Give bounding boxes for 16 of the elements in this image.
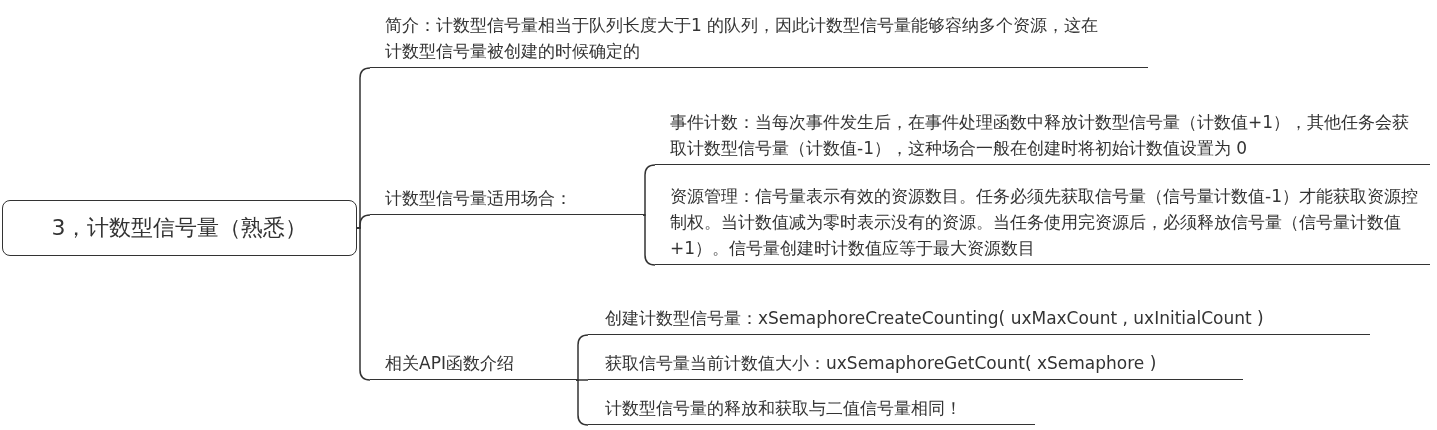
topic-text: 3，计数型信号量（熟悉）: [51, 215, 308, 241]
branch-line: [356, 214, 371, 229]
topic-text: 事件计数：当每次事件发生后，在事件处理函数中释放计数型信号量（计数值+1），其他任务会获取计数型信号量（计数值-1），这种场合一般在创建时将初始计数值设置为 0: [670, 111, 1411, 160]
topic-text: 相关API函数介绍: [385, 352, 515, 375]
topic-text: 获取信号量当前计数值大小：uxSemaphoreGetCount( xSemaphore ): [605, 352, 1158, 375]
topic-text: 创建计数型信号量：xSemaphoreCreateCounting( uxMaxCount , uxInitialCount ): [605, 307, 1265, 330]
branch-line: [575, 379, 589, 426]
branch-line: [356, 227, 371, 381]
topic-box: [2, 200, 357, 256]
topic-text: 计数型信号量的释放和获取与二值信号量相同！: [605, 397, 963, 420]
topic-text: 计数型信号量适用场合：: [385, 187, 573, 210]
topic-text: 简介：计数型信号量相当于队列长度大于1 的队列，因此计数型信号量能够容纳多个资源，这在计数型信号量被创建的时候确定的: [385, 14, 1100, 63]
branch-line: [642, 214, 656, 266]
topic-text: 资源管理：信号量表示有效的资源数目。任务必须先获取信号量（信号量计数值-1）才能获取资源控制权。当计数值减为零时表示没有的资源。当任务使用完资源后，必须释放信号量（信号量计数值+1）。信号量创建时计数值应等于最大资源数目: [670, 185, 1419, 260]
branch-line: [642, 164, 656, 216]
branch-line: [575, 334, 589, 381]
